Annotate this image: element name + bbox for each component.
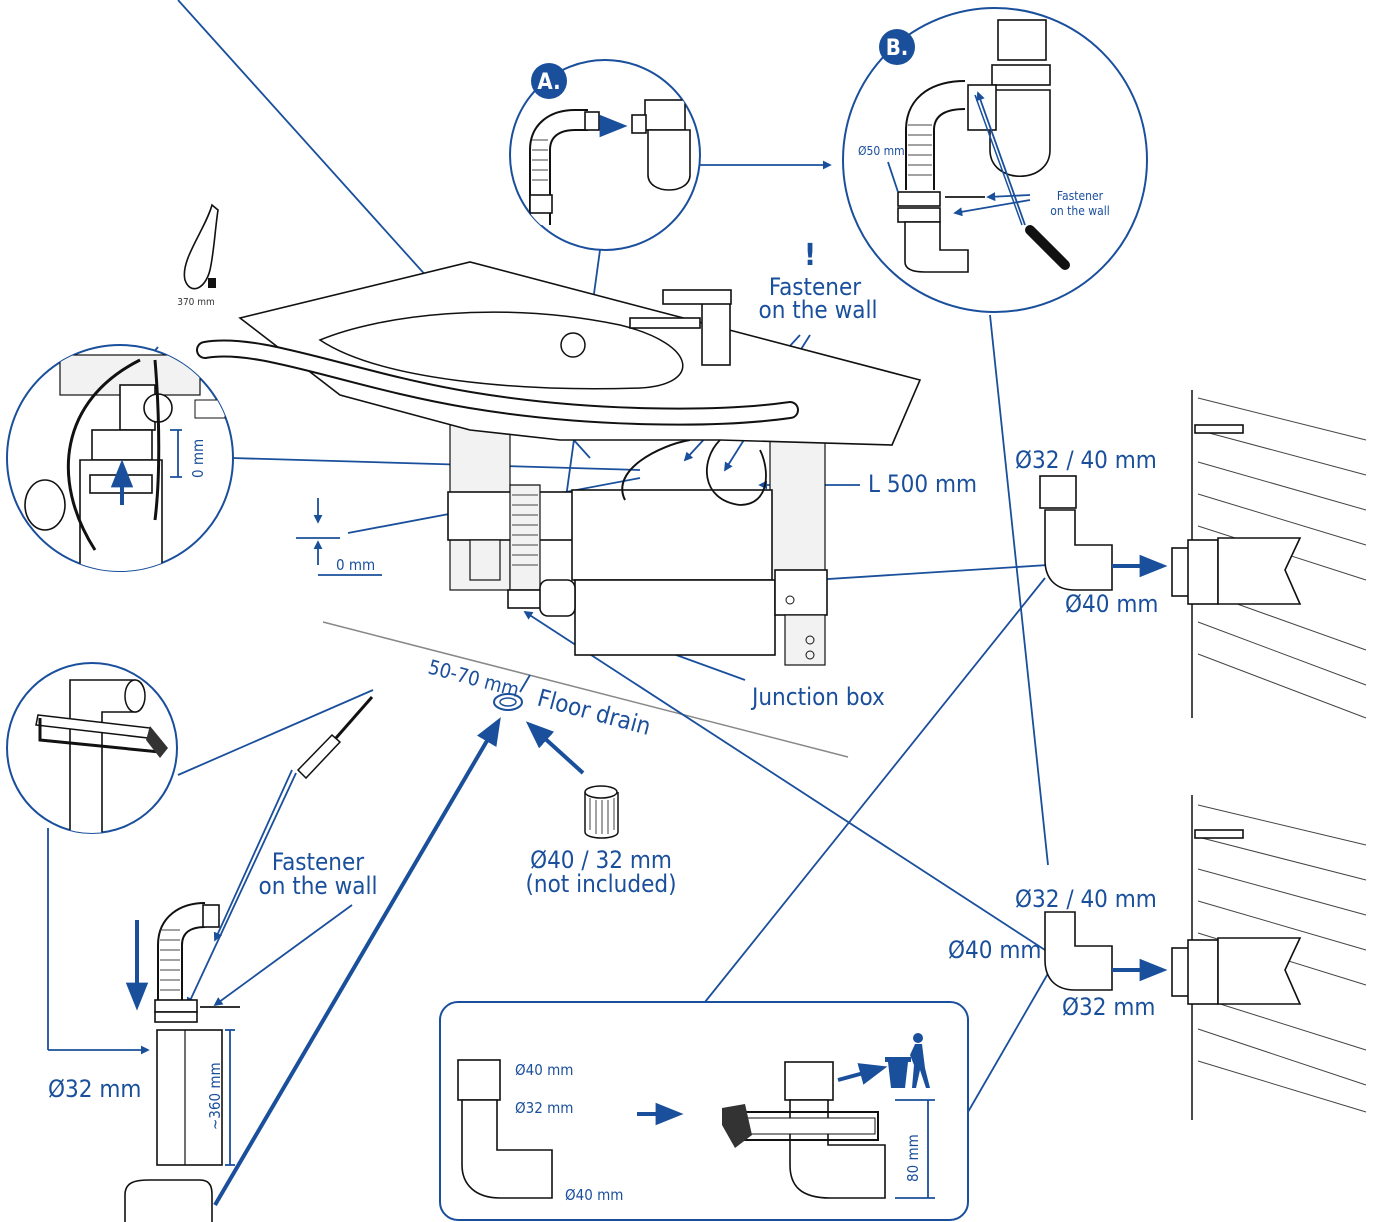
leader-lines <box>47 0 1051 1207</box>
fastener-top-line2: on the wall <box>759 296 878 324</box>
trash-bin-icon <box>885 1033 930 1088</box>
hacksaw-icon <box>722 1104 879 1148</box>
box-d32-label: Ø32 mm <box>515 1099 573 1117</box>
sink-assembly <box>196 261 922 666</box>
drain-pipe-cup: Ø40 / 32 mm (not included) <box>525 785 677 898</box>
left-pipe-assembly: Ø32 mm ~360 mm Fastener on the wall <box>48 848 377 1222</box>
cable-tie-icon: 370 mm <box>177 203 219 308</box>
l500-label: L 500 mm <box>868 470 977 498</box>
warning-icon: ! <box>804 238 816 273</box>
box-80-label: 80 mm <box>904 1134 922 1182</box>
fastener-b-line2: on the wall <box>1050 204 1109 218</box>
fastener-b-line1: Fastener <box>1057 189 1104 203</box>
bottom-elbow-side-label: Ø40 mm <box>948 936 1041 964</box>
detail-saw <box>6 662 178 834</box>
box-d40-top-label: Ø40 mm <box>515 1061 573 1079</box>
zero-mm-label: 0 mm <box>336 556 375 574</box>
top-elbow-out-label: Ø40 mm <box>1065 590 1158 618</box>
bottom-elbow-in-label: Ø32 / 40 mm <box>1015 885 1157 913</box>
hacksaw-icon <box>35 714 168 758</box>
top-elbow-in-label: Ø32 / 40 mm <box>1015 446 1157 474</box>
badge-a: A. <box>537 70 560 95</box>
fastener-left-line1: Fastener <box>272 848 364 876</box>
fastener-top-callout: ! Fastener on the wall <box>759 238 878 324</box>
detail-b: Ø50 mm Fastener on the wall B. <box>842 7 1148 313</box>
floor-gap-label: 50-70 mm <box>426 655 522 702</box>
floor-line <box>322 621 849 758</box>
zero-mm-inset-label: 0 mm <box>189 439 207 478</box>
drain-pipe-line2: (not included) <box>525 870 676 898</box>
wall-section-top: Ø32 / 40 mm Ø40 mm <box>1015 390 1367 719</box>
badge-b: B. <box>886 36 909 61</box>
bottom-elbow-out-label: Ø32 mm <box>1062 993 1155 1021</box>
detail-a: A. <box>509 59 701 251</box>
fastener-left-line2: on the wall <box>259 872 378 900</box>
detail-left-clamp: 0 mm <box>6 344 234 572</box>
diam-32-left-label: Ø32 mm <box>48 1075 141 1103</box>
wall-section-bottom: Ø32 / 40 mm Ø40 mm Ø32 mm <box>948 795 1367 1120</box>
drain-pipe-line1: Ø40 / 32 mm <box>530 846 672 874</box>
zero-mm-dimension: 0 mm <box>296 498 382 576</box>
cutting-instruction-box: Ø40 mm Ø32 mm Ø40 mm 80 mm <box>439 1001 969 1221</box>
junction-box-label: Junction box <box>750 683 885 711</box>
screwdriver-icon <box>296 696 374 780</box>
fastener-top-line1: Fastener <box>769 273 861 301</box>
diam-50-label: Ø50 mm <box>858 144 905 158</box>
box-d40-bottom-label: Ø40 mm <box>565 1186 623 1204</box>
len-360-label: ~360 mm <box>206 1062 224 1130</box>
tie-length-label: 370 mm <box>177 297 215 308</box>
